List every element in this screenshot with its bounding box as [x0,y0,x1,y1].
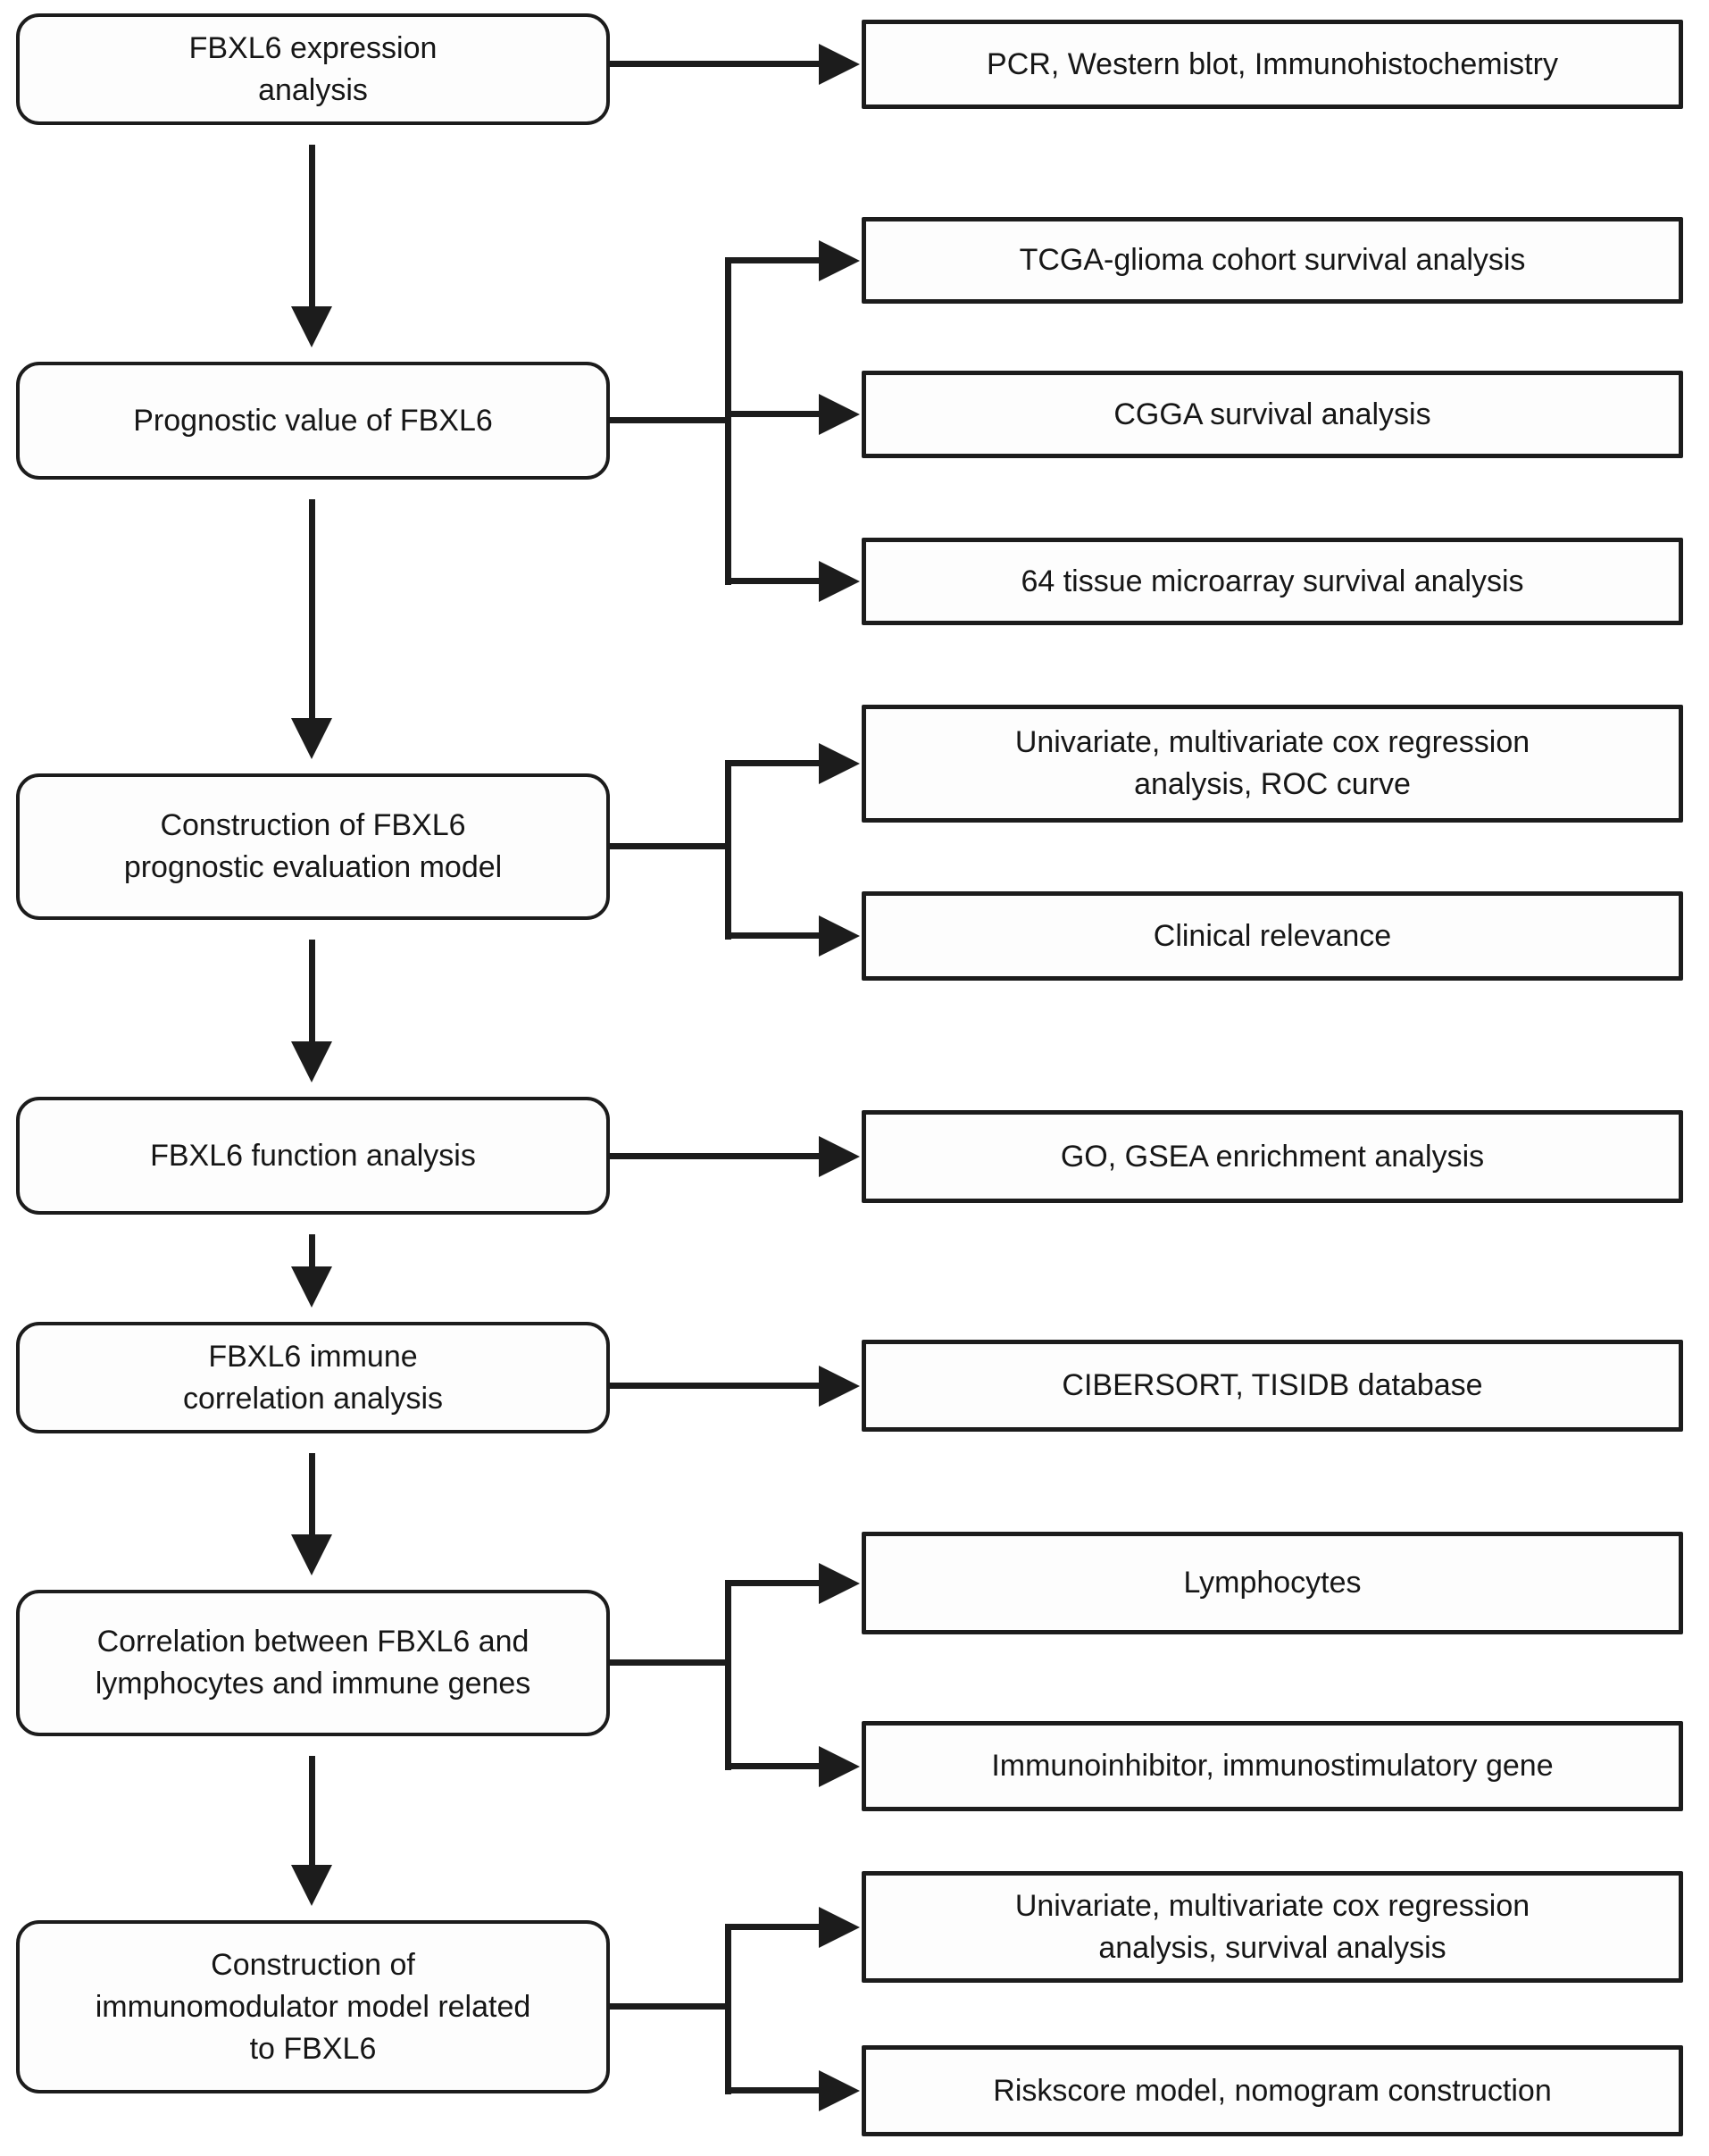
node-label: CGGA survival analysis [1113,397,1431,431]
node-prognostic-model-construction: Construction of FBXL6 prognostic evaluat… [16,773,610,920]
node-cox-regression-survival: Univariate, multivariate cox regression … [862,1871,1683,1983]
node-cibersort-tisidb: CIBERSORT, TISIDB database [862,1340,1683,1432]
edge-model-cox_roc-line [725,760,821,766]
edge-prognostic-tma-arrowhead-icon [819,561,860,602]
edge-correlation-stub-line [610,1659,731,1666]
edge-model-clinical-arrowhead-icon [819,915,860,957]
edge-immunomodulator-stub-line [610,2003,731,2010]
node-pcr-western-ihc: PCR, Western blot, Immunohistochemistry [862,20,1683,109]
node-riskscore-nomogram: Riskscore model, nomogram construction [862,2045,1683,2136]
edge-immunomodulator-riskscore-line [725,2087,821,2093]
node-immunomodulator-model: Construction of immunomodulator model re… [16,1920,610,2093]
flow-arrow-4-line [309,1234,315,1266]
flow-arrow-6-line [309,1756,315,1865]
node-clinical-relevance: Clinical relevance [862,891,1683,981]
flow-arrow-1-line [309,145,315,306]
node-cgga-survival: CGGA survival analysis [862,371,1683,458]
node-label: Correlation between FBXL6 and lymphocyte… [95,1625,531,1701]
flow-arrow-2-arrowhead-icon [291,718,332,759]
node-label: GO, GSEA enrichment analysis [1060,1139,1485,1174]
node-label: FBXL6 immune correlation analysis [182,1339,444,1416]
flow-arrow-1-arrowhead-icon [291,306,332,347]
flow-arrow-5-line [309,1453,315,1534]
flow-arrow-5-arrowhead-icon [291,1534,332,1575]
edge-function-go_gsea-line [610,1153,821,1159]
node-cox-regression-roc: Univariate, multivariate cox regression … [862,705,1683,823]
node-label: Construction of FBXL6 prognostic evaluat… [123,808,503,884]
flow-arrow-3-arrowhead-icon [291,1041,332,1082]
edge-prognostic-tma-line [725,578,821,584]
edge-expression-pcr-arrowhead-icon [819,44,860,85]
flow-arrow-3-line [309,940,315,1041]
node-tissue-microarray-survival: 64 tissue microarray survival analysis [862,538,1683,625]
node-label: FBXL6 function analysis [150,1138,476,1173]
node-label: CIBERSORT, TISIDB database [1062,1368,1483,1402]
edge-correlation-branch-line [725,1580,731,1770]
edge-function-go_gsea-arrowhead-icon [819,1136,860,1177]
edge-immunomodulator-cox_survival-arrowhead-icon [819,1907,860,1948]
edge-prognostic-tcga-arrowhead-icon [819,240,860,281]
edge-immunomodulator-riskscore-arrowhead-icon [819,2070,860,2111]
node-label: Riskscore model, nomogram construction [993,2073,1552,2108]
node-go-gsea-enrichment: GO, GSEA enrichment analysis [862,1110,1683,1203]
node-label: Univariate, multivariate cox regression … [1014,1888,1530,1965]
edge-prognostic-tcga-line [725,257,821,263]
flow-arrow-4-arrowhead-icon [291,1266,332,1308]
node-tcga-survival: TCGA-glioma cohort survival analysis [862,217,1683,304]
node-fbxl6-expression-analysis: FBXL6 expression analysis [16,13,610,125]
node-label: Lymphocytes [1183,1566,1362,1600]
edge-prognostic-cgga-line [725,411,821,417]
edge-model-clinical-line [725,932,821,939]
edge-model-cox_roc-arrowhead-icon [819,743,860,784]
edge-immune-cibersort-arrowhead-icon [819,1366,860,1407]
edge-correlation-lymphocytes-arrowhead-icon [819,1563,860,1604]
flow-arrow-2-line [309,499,315,718]
node-label: Construction of immunomodulator model re… [95,1947,531,2066]
node-function-analysis: FBXL6 function analysis [16,1097,610,1215]
edge-correlation-immunoinhibitor-arrowhead-icon [819,1746,860,1787]
flow-arrow-6-arrowhead-icon [291,1865,332,1906]
edge-prognostic-stub-line [610,417,731,423]
edge-correlation-immunoinhibitor-line [725,1763,821,1769]
node-label: TCGA-glioma cohort survival analysis [1019,243,1526,277]
node-lymphocytes: Lymphocytes [862,1532,1683,1634]
edge-correlation-lymphocytes-line [725,1580,821,1586]
edge-model-stub-line [610,843,731,849]
edge-model-branch-line [725,760,731,940]
edge-expression-pcr-line [610,61,821,67]
node-label: FBXL6 expression analysis [188,30,438,107]
node-prognostic-value: Prognostic value of FBXL6 [16,362,610,480]
node-label: 64 tissue microarray survival analysis [1021,564,1524,598]
node-label: Clinical relevance [1153,918,1392,953]
node-immune-correlation-analysis: FBXL6 immune correlation analysis [16,1322,610,1433]
node-label: Univariate, multivariate cox regression … [1014,725,1530,801]
node-label: Immunoinhibitor, immunostimulatory gene [991,1749,1554,1783]
edge-immunomodulator-branch-line [725,1924,731,2094]
edge-prognostic-branch-line [725,257,731,585]
edge-prognostic-cgga-arrowhead-icon [819,394,860,435]
edge-immune-cibersort-line [610,1383,821,1389]
node-label: PCR, Western blot, Immunohistochemistry [987,46,1558,81]
node-label: Prognostic value of FBXL6 [133,403,493,438]
node-lymphocyte-gene-correlation: Correlation between FBXL6 and lymphocyte… [16,1590,610,1736]
node-immunoinhibitor-gene: Immunoinhibitor, immunostimulatory gene [862,1721,1683,1811]
edge-immunomodulator-cox_survival-line [725,1924,821,1930]
